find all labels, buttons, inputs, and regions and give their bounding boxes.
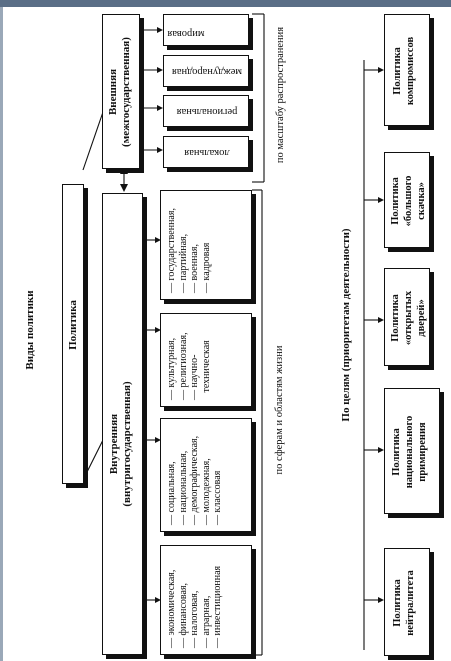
priority-compromises: Политика компромиссов — [384, 14, 430, 126]
sphere-group-economic: — экономическая, — финансовая, — налогов… — [160, 545, 252, 655]
internal-box: Внутренняя (внутригосударственная) — [102, 193, 143, 655]
window-left-border — [0, 7, 3, 661]
priority-great-leap: Политика «большого скачка» — [384, 152, 430, 248]
scale-item-label: региональная — [176, 106, 238, 117]
scale-item-mezhdunarodnaya: международная — [163, 55, 249, 87]
scale-item-mirovaya: мировая — [163, 14, 249, 46]
arrow-down-icon — [120, 184, 128, 192]
sphere-group-text: — социальная, — национальная, — демограф… — [166, 435, 223, 525]
scale-label: по масштабу распространения — [275, 26, 286, 164]
scale-item-label: международная — [171, 66, 243, 77]
priority-neutrality: Политика нейтралитета — [384, 548, 430, 656]
sphere-group-text: — государственная, — партийная, — военна… — [166, 208, 212, 293]
root-label: Политика — [67, 300, 79, 350]
spheres-label: по сферам и областям жизни — [274, 345, 285, 475]
priority-label: Политика «большого скачка» — [390, 175, 427, 227]
priority-label: Политика нейтралитета — [392, 570, 416, 636]
diagram-title: Виды политики — [24, 290, 36, 370]
priority-label: Политика компромиссов — [392, 36, 416, 106]
priorities-label: По целям (приоритетам деятельности) — [340, 228, 352, 422]
sphere-group-social: — социальная, — национальная, — демограф… — [160, 418, 252, 532]
sphere-group-text: — экономическая, — финансовая, — налогов… — [166, 565, 223, 648]
priority-label: Политика «открытых дверей» — [390, 290, 427, 346]
link-to-external — [82, 111, 104, 171]
link-to-internal — [82, 439, 104, 481]
external-box: Внешняя (межгосударственная) — [102, 14, 140, 169]
scale-item-label: мировая — [167, 28, 205, 39]
scale-item-label: локальная — [184, 147, 230, 158]
scale-item-regionalnaya: региональная — [163, 95, 249, 127]
priority-national-reconciliation: Политика национального примирения — [384, 388, 440, 514]
sphere-group-text: — культурная, — религиозная, — научно- т… — [166, 332, 212, 400]
arrow-up-icon — [120, 166, 128, 174]
external-label: Внешняя (межгосударственная) — [107, 37, 132, 147]
internal-label: Внутренняя (внутригосударственная) — [108, 381, 133, 507]
scale-item-lokalnaya: локальная — [163, 136, 249, 168]
root-box: Политика — [62, 184, 84, 484]
priority-label: Политика национального примирения — [391, 415, 428, 489]
window-top-border — [0, 0, 451, 7]
sphere-group-cultural: — культурная, — религиозная, — научно- т… — [160, 313, 252, 407]
priority-open-doors: Политика «открытых дверей» — [384, 268, 430, 366]
sphere-group-state: — государственная, — партийная, — военна… — [160, 190, 252, 300]
